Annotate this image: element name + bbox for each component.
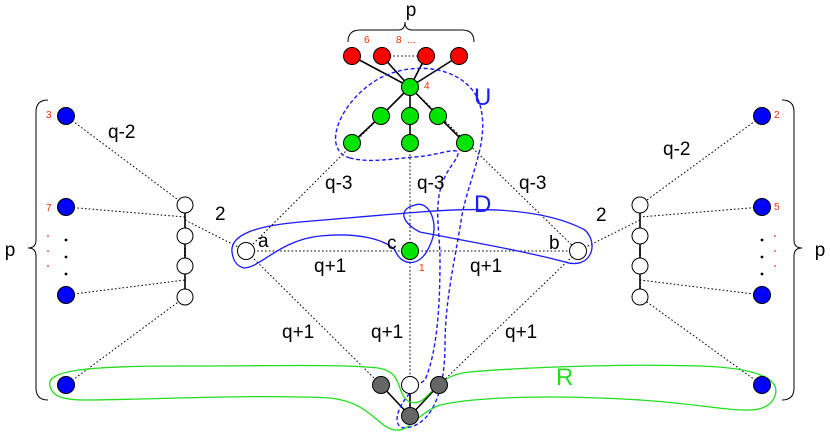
- gray-node: [372, 376, 390, 394]
- edge-label-q+1-ac: q+1: [314, 256, 346, 277]
- region-u-outline: [334, 67, 484, 429]
- p-top-label: p: [406, 0, 417, 21]
- gray-node: [401, 407, 419, 425]
- edge-label-q+1-right: q+1: [505, 322, 537, 343]
- region-d-label: D: [474, 191, 491, 218]
- red-node: [373, 47, 391, 65]
- node-number-3: 3: [46, 110, 52, 121]
- vertical-ellipsis-left: [47, 235, 68, 276]
- white-node: [631, 257, 649, 275]
- green-node: [401, 134, 419, 152]
- white-node: [176, 227, 194, 245]
- node-c-label: c: [387, 233, 397, 254]
- edge-label-q-3-right: q-3: [519, 173, 546, 194]
- green-node: [456, 134, 474, 152]
- green-node: [401, 107, 419, 125]
- region-u-label: U: [474, 84, 491, 111]
- brace-left: [27, 99, 49, 401]
- top-ellipsis: ...: [407, 35, 415, 46]
- red-node: [450, 47, 468, 65]
- edge-label-2-left: 2: [215, 204, 226, 225]
- p-right-label: p: [815, 240, 826, 261]
- green-nodes: [343, 78, 474, 260]
- brace-right: [781, 99, 803, 401]
- node-b-label: b: [549, 233, 560, 254]
- vertical-ellipsis-right: [760, 235, 776, 276]
- white-node: [176, 196, 194, 214]
- white-node: [176, 257, 194, 275]
- node-number-7: 7: [46, 203, 52, 214]
- blue-node: [753, 107, 771, 125]
- edge-label-q+1-mid: q+1: [371, 322, 403, 343]
- blue-node: [57, 107, 75, 125]
- blue-node: [57, 198, 75, 216]
- red-node: [417, 47, 435, 65]
- node-number-4: 4: [424, 81, 430, 92]
- white-node: [631, 196, 649, 214]
- p-left-label: p: [5, 240, 16, 261]
- node-number-8: 8: [396, 35, 402, 46]
- region-r-outline: [49, 364, 777, 431]
- node-number-2: 2: [774, 110, 780, 121]
- blue-node: [57, 376, 75, 394]
- region-d-outline: [231, 203, 593, 269]
- edge-label-q-3-left: q-3: [325, 173, 352, 194]
- edges: [65, 55, 763, 386]
- white-node: [631, 227, 649, 245]
- green-node-c: [401, 242, 419, 260]
- white-node: [631, 288, 649, 306]
- blue-node: [753, 376, 771, 394]
- edge-label-q-2-left: q-2: [108, 122, 135, 143]
- white-node: [176, 288, 194, 306]
- white-node-bottom: [401, 376, 419, 394]
- blue-nodes: [57, 107, 771, 394]
- edge-label-q-2-right: q-2: [663, 139, 690, 160]
- node-number-6: 6: [364, 35, 370, 46]
- node-a-label: a: [258, 231, 269, 252]
- region-r-label: R: [556, 364, 573, 391]
- chain-ellipsis-left: [184, 248, 186, 256]
- brace-top: [347, 21, 475, 43]
- green-node: [343, 134, 361, 152]
- gray-nodes: [372, 376, 448, 425]
- green-node: [372, 107, 390, 125]
- white-nodes: [176, 196, 649, 394]
- gray-node: [430, 376, 448, 394]
- chain-ellipsis-right: [639, 248, 641, 256]
- red-node: [343, 47, 361, 65]
- green-node: [429, 107, 447, 125]
- node-number-1: 1: [419, 263, 425, 274]
- edge-label-q+1-left: q+1: [282, 322, 314, 343]
- blue-node: [753, 198, 771, 216]
- red-nodes: [343, 47, 468, 65]
- blue-node: [753, 286, 771, 304]
- blue-node: [57, 286, 75, 304]
- white-node-b: [569, 242, 587, 260]
- edge-label-2-right: 2: [596, 205, 607, 226]
- white-node-a: [237, 242, 255, 260]
- edge-label-q-3-mid: q-3: [417, 173, 444, 194]
- edge-label-q+1-cb: q+1: [470, 256, 502, 277]
- node-number-5: 5: [774, 202, 780, 213]
- green-node: [401, 78, 419, 96]
